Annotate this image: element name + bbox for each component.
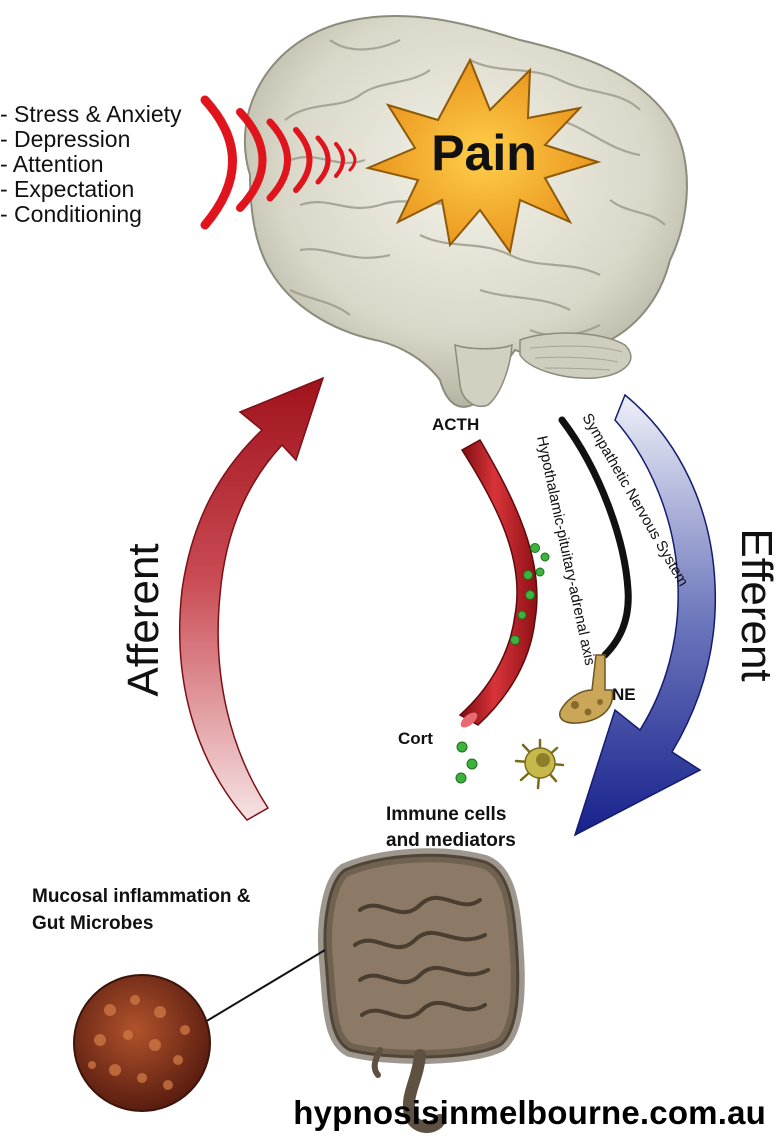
mucosa-tissue-icon [73, 974, 211, 1112]
ne-label: NE [612, 685, 636, 704]
stress-wave-icon [200, 95, 357, 230]
factor-item: - Stress & Anxiety [0, 101, 182, 127]
factor-item: - Expectation [0, 176, 135, 202]
factor-item: - Attention [0, 151, 104, 177]
efferent-label: Efferent [732, 528, 780, 681]
gut-line2: Gut Microbes [32, 913, 153, 934]
afferent-label: Afferent [119, 543, 168, 696]
pain-burst-icon [364, 57, 602, 255]
pain-label: Pain [431, 125, 537, 181]
intestines-illustration [318, 848, 525, 1133]
cort-label: Cort [398, 729, 433, 748]
factor-item: - Conditioning [0, 201, 142, 227]
afferent-arrow [179, 376, 325, 821]
cortisol-molecules-icon [455, 741, 478, 784]
gut-line1: Mucosal inflammation & [32, 886, 251, 907]
immune-line1: Immune cells [386, 804, 506, 825]
acth-label: ACTH [432, 415, 479, 434]
magnifier-pointer-line [204, 949, 326, 1023]
sympathetic-nerve-icon [558, 416, 632, 724]
efferent-arrow [573, 393, 717, 837]
blood-vessel-icon [458, 438, 550, 728]
factor-item: - Depression [0, 126, 131, 152]
website-watermark: hypnosisinmelbourne.com.au [293, 1094, 766, 1131]
immune-cell-icon [514, 738, 565, 790]
immune-line2: and mediators [386, 830, 516, 851]
